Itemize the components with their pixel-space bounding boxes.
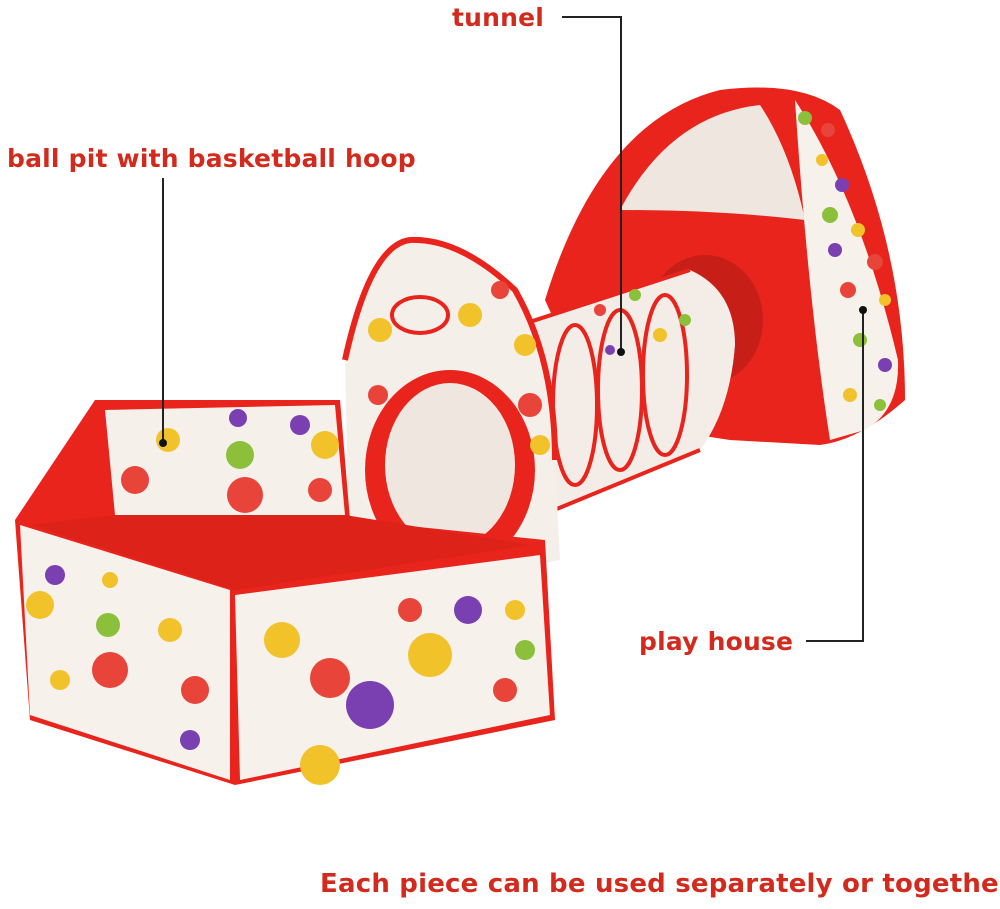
ball-pit-label: ball pit with basketball hoop (7, 144, 416, 173)
hoop-tower (342, 236, 560, 601)
tunnel-label: tunnel (452, 3, 545, 32)
ball-pit-leader-line (159, 178, 167, 447)
ball-pit (15, 400, 555, 785)
play-house-label: play house (639, 627, 794, 656)
tunnel-piece (504, 268, 735, 522)
caption: Each piece can be used separately or tog… (320, 869, 1000, 899)
tunnel-leader-line (562, 16, 625, 356)
play-house-leader-line (806, 306, 867, 642)
